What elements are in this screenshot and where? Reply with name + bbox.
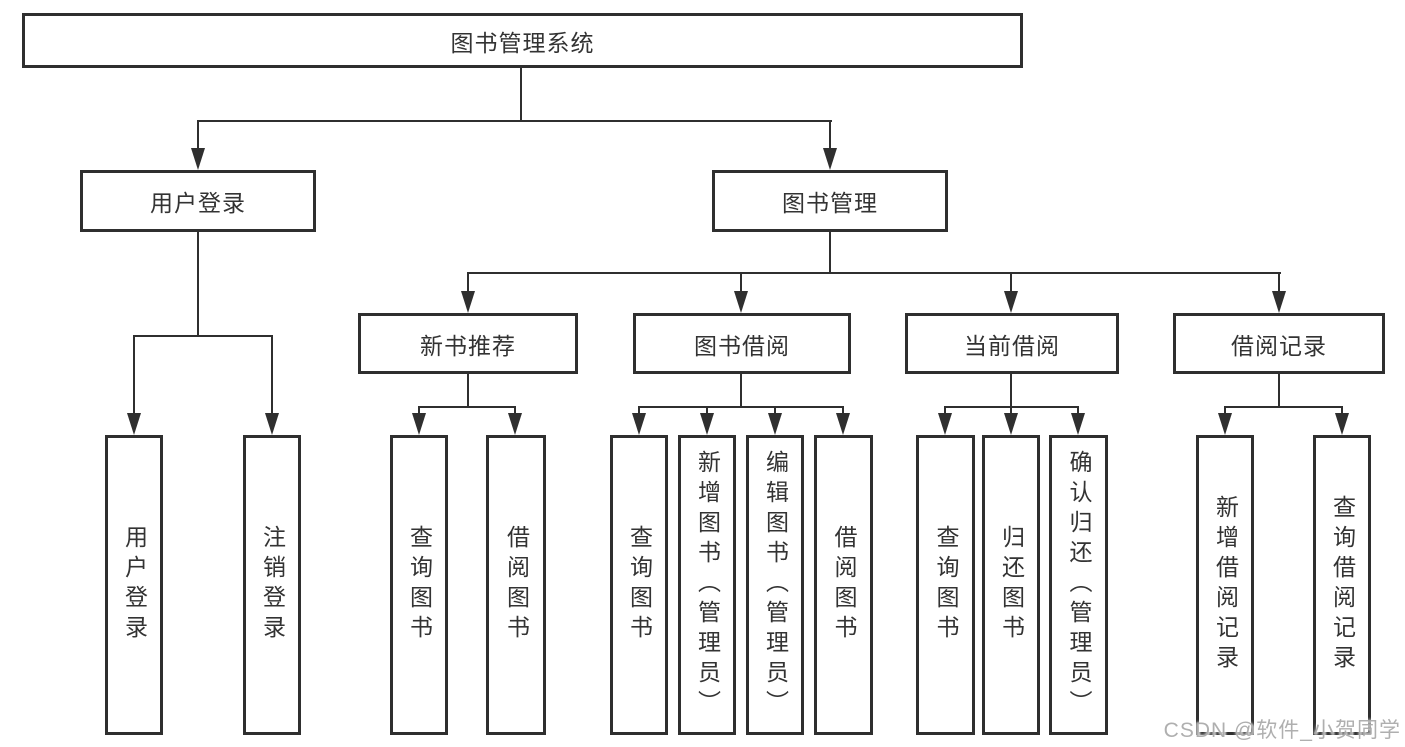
- node-leaf-logout: 注销登录: [243, 435, 301, 735]
- node-leaf-add-book-admin: 新增图书（管理员）: [678, 435, 736, 735]
- connector-currentborrow-stem: [1010, 374, 1012, 408]
- connector-root-stem: [520, 68, 522, 122]
- arrow-down-icon: [734, 291, 748, 313]
- node-leaf-label: 用户登录: [121, 525, 148, 645]
- arrow-down-icon: [1335, 413, 1349, 435]
- arrow-down-icon: [768, 413, 782, 435]
- connector-root-rail: [197, 120, 832, 122]
- node-leaf-query-books-3: 查询图书: [916, 435, 975, 735]
- node-borrow-record: 借阅记录: [1173, 313, 1385, 374]
- node-leaf-borrow-books-1: 借阅图书: [486, 435, 546, 735]
- connector-drop: [842, 406, 844, 415]
- node-user-login-label: 用户登录: [150, 190, 246, 216]
- connector-bookborrow-stem: [740, 374, 742, 408]
- node-leaf-query-books-1: 查询图书: [390, 435, 448, 735]
- connector-drop-borrow-record: [1278, 272, 1280, 291]
- node-leaf-borrow-books-2: 借阅图书: [814, 435, 873, 735]
- connector-drop: [514, 406, 516, 415]
- csdn-watermark: CSDN @软件_小贺同学: [1163, 719, 1401, 742]
- connector-drop: [1010, 406, 1012, 415]
- connector-drop-leaf-logout: [271, 335, 273, 413]
- node-leaf-label: 编辑图书（管理员）: [762, 450, 789, 720]
- arrow-down-icon: [127, 413, 141, 435]
- connector-drop: [1341, 406, 1343, 415]
- connector-borrowrecord-stem: [1278, 374, 1280, 408]
- node-leaf-label: 新增图书（管理员）: [694, 450, 721, 720]
- arrow-down-icon: [412, 413, 426, 435]
- node-new-book-recommend: 新书推荐: [358, 313, 578, 374]
- arrow-down-icon: [1272, 291, 1286, 313]
- connector-drop-current-borrow: [1010, 272, 1012, 291]
- connector-drop: [706, 406, 708, 415]
- node-book-management-label: 图书管理: [782, 190, 878, 216]
- arrow-down-icon: [265, 413, 279, 435]
- arrow-down-icon: [1004, 413, 1018, 435]
- node-borrow-record-label: 借阅记录: [1231, 332, 1327, 359]
- arrow-down-icon: [191, 148, 205, 170]
- node-leaf-query-borrow-record: 查询借阅记录: [1313, 435, 1371, 735]
- node-leaf-label: 确认归还（管理员）: [1066, 450, 1092, 720]
- arrow-down-icon: [938, 413, 952, 435]
- arrow-down-icon: [461, 291, 475, 313]
- node-user-login: 用户登录: [80, 170, 316, 232]
- connector-drop: [1224, 406, 1226, 415]
- arrow-down-icon: [1004, 291, 1018, 313]
- connector-bookborrow-rail: [638, 406, 844, 408]
- connector-newbook-rail: [418, 406, 516, 408]
- connector-userlogin-stem: [197, 232, 199, 337]
- node-leaf-label: 借阅图书: [503, 525, 530, 645]
- node-root-label: 图书管理系统: [450, 29, 595, 56]
- arrow-down-icon: [836, 413, 850, 435]
- connector-bookmgmt-stem: [829, 232, 831, 274]
- arrow-down-icon: [508, 413, 522, 435]
- node-root: 图书管理系统: [22, 13, 1023, 68]
- node-book-borrow: 图书借阅: [633, 313, 851, 374]
- connector-drop: [638, 406, 640, 415]
- node-leaf-return-books: 归还图书: [982, 435, 1040, 735]
- connector-drop: [1077, 406, 1079, 415]
- node-leaf-label: 查询图书: [933, 525, 959, 645]
- connector-drop-book-borrow: [740, 272, 742, 291]
- node-leaf-label: 查询借阅记录: [1329, 495, 1356, 675]
- connector-drop-user-login: [197, 120, 199, 148]
- arrow-down-icon: [1071, 413, 1085, 435]
- node-leaf-label: 借阅图书: [831, 525, 857, 645]
- connector-borrowrecord-rail: [1224, 406, 1343, 408]
- node-book-borrow-label: 图书借阅: [694, 332, 790, 359]
- node-leaf-confirm-return-admin: 确认归还（管理员）: [1049, 435, 1108, 735]
- connector-newbook-stem: [467, 374, 469, 408]
- node-new-book-recommend-label: 新书推荐: [420, 332, 516, 359]
- connector-drop-new-book: [467, 272, 469, 291]
- node-leaf-edit-book-admin: 编辑图书（管理员）: [746, 435, 804, 735]
- node-leaf-query-books-2: 查询图书: [610, 435, 668, 735]
- connector-drop-leaf-login: [133, 335, 135, 413]
- node-book-management: 图书管理: [712, 170, 948, 232]
- arrow-down-icon: [632, 413, 646, 435]
- connector-userlogin-rail: [133, 335, 273, 337]
- arrow-down-icon: [823, 148, 837, 170]
- node-current-borrow-label: 当前借阅: [964, 332, 1060, 359]
- node-leaf-label: 注销登录: [259, 525, 286, 645]
- node-leaf-label: 查询图书: [626, 525, 653, 645]
- node-leaf-label: 新增借阅记录: [1212, 495, 1239, 675]
- node-leaf-add-borrow-record: 新增借阅记录: [1196, 435, 1254, 735]
- connector-drop: [944, 406, 946, 415]
- arrow-down-icon: [700, 413, 714, 435]
- connector-drop: [418, 406, 420, 415]
- arrow-down-icon: [1218, 413, 1232, 435]
- node-leaf-label: 归还图书: [998, 525, 1025, 645]
- node-current-borrow: 当前借阅: [905, 313, 1119, 374]
- connector-bookmgmt-rail: [467, 272, 1281, 274]
- connector-drop: [774, 406, 776, 415]
- node-leaf-user-login: 用户登录: [105, 435, 163, 735]
- connector-drop-book-mgmt: [829, 120, 831, 148]
- node-leaf-label: 查询图书: [406, 525, 433, 645]
